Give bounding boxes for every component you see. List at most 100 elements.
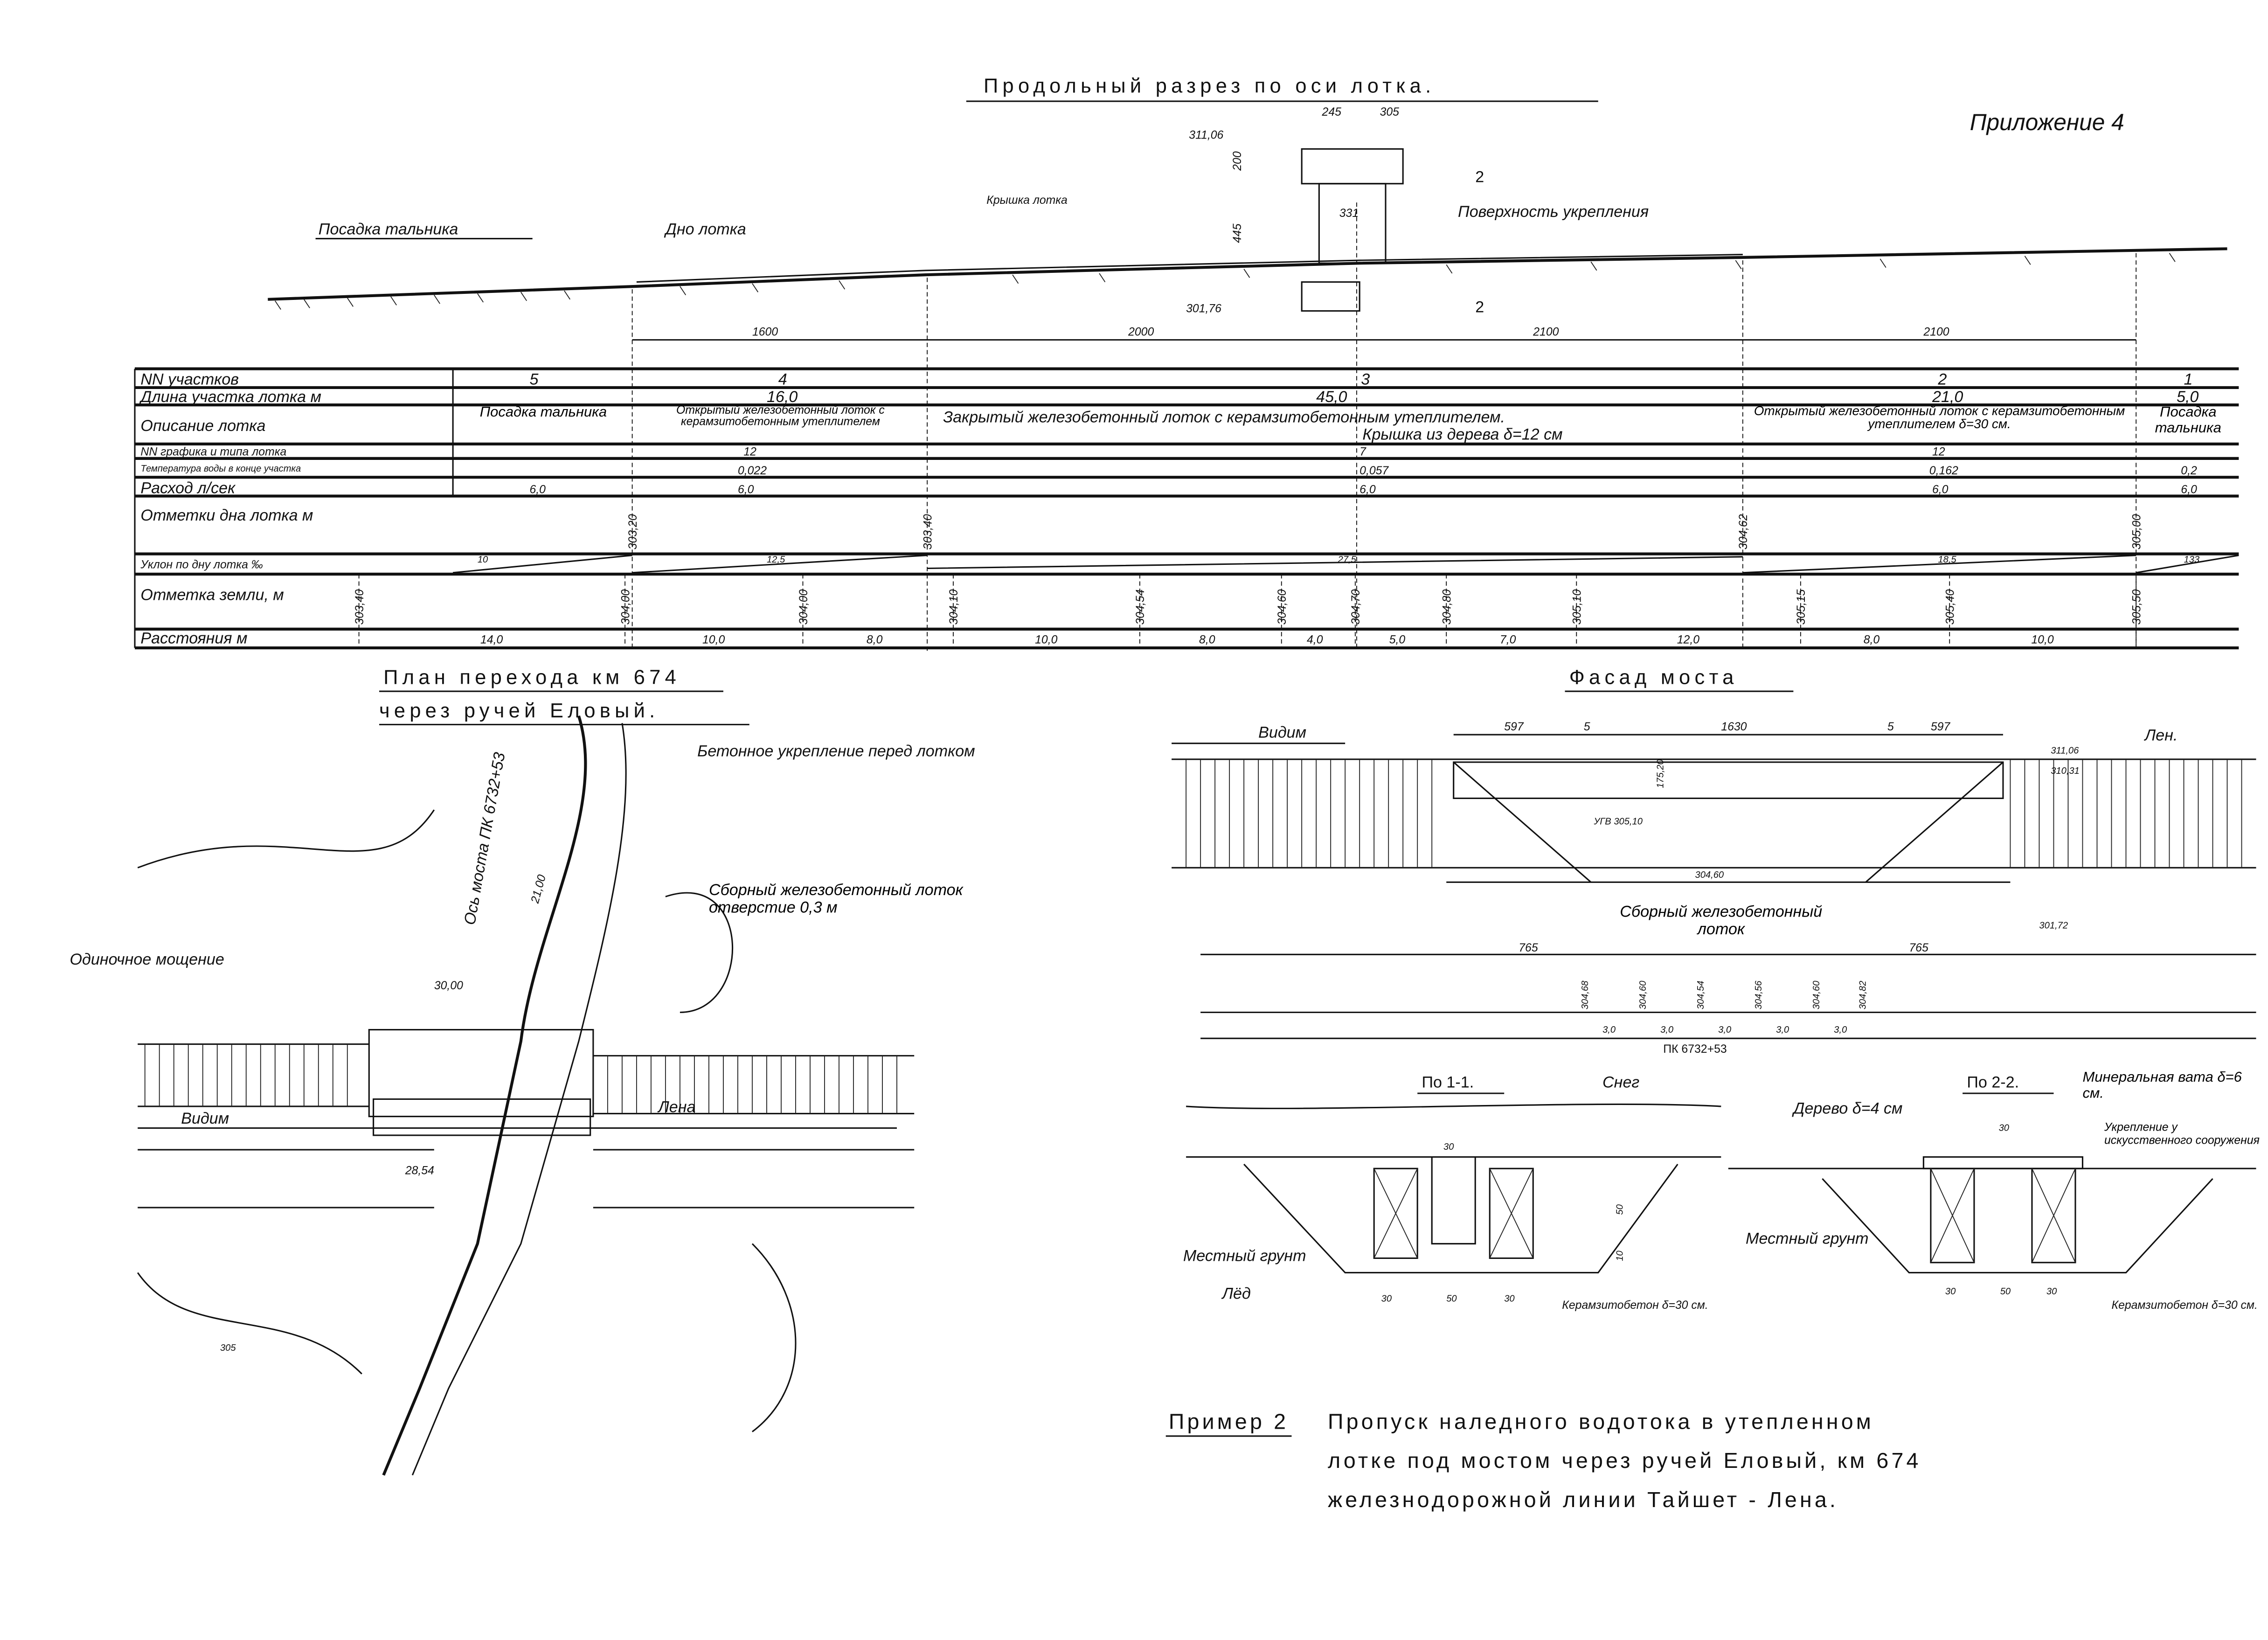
section-no: 2 (1937, 371, 1947, 389)
description: Посадка тальника (479, 405, 607, 421)
dim-765: 765 (1909, 942, 1928, 954)
flow: 6,0 (738, 483, 754, 496)
section-2-2: По 2-2. Дерево δ=4 см Минеральная вата δ… (1728, 1070, 2260, 1312)
facade-distance: 3,0 (1834, 1025, 1847, 1035)
facade-ground-mark: 304,60 (1638, 980, 1648, 1009)
ground-mark: 303,40 (354, 589, 366, 625)
ground-mark: 304,70 (1350, 589, 1362, 625)
dim-28-54: 28,54 (405, 1165, 434, 1177)
vidim-label: Видим (181, 1110, 229, 1127)
mark-311-06: 311,06 (1189, 129, 1223, 142)
ground-mark: 304,10 (948, 589, 960, 625)
dim: 30 (1504, 1293, 1515, 1304)
facade-title: Фасад моста (1569, 667, 1738, 689)
graph-no: 12 (1932, 446, 1945, 459)
dim: 597 (1931, 721, 1951, 733)
bottom-label: Дно лотка (664, 220, 746, 238)
temp: 0,2 (2181, 465, 2197, 477)
dim: 50 (1615, 1204, 1625, 1215)
row-header: Расход л/сек (140, 479, 236, 497)
distance: 8,0 (867, 634, 883, 646)
ground-mark: 305,50 (2130, 589, 2143, 625)
slope: 18,5 (1938, 555, 1956, 565)
paving-label: Одиночное мощение (70, 951, 224, 968)
length-2100a: 2100 (1533, 326, 1559, 338)
dim: 30 (1999, 1123, 2010, 1133)
facade-lena: Лен. (2144, 726, 2178, 744)
ground-mark: 304,54 (1134, 590, 1147, 625)
bridge-facade: Фасад моста Видим Лен. 597 5 1630 5 597 … (1172, 667, 2256, 1056)
caption-line-1: Пропуск наледного водотока в утепленном (1328, 1409, 1874, 1433)
section-no: 1 (2184, 371, 2192, 389)
ground-mark: 305,10 (1571, 589, 1584, 625)
slope: 27,5 (1338, 555, 1357, 565)
slope: 133 (2184, 555, 2199, 565)
distance: 10,0 (1035, 634, 1057, 646)
plan-title-2: через ручей Еловый. (379, 700, 659, 722)
ground-mark: 305,40 (1944, 589, 1957, 625)
dim-245: 245 (1322, 106, 1342, 118)
dim: 30 (1443, 1142, 1454, 1152)
ker-label: Керамзитобетон δ=30 см. (1562, 1299, 1708, 1312)
distance: 10,0 (702, 634, 725, 646)
length-1600: 1600 (752, 326, 778, 338)
ground-mark: 304,80 (1441, 589, 1454, 625)
slope: 12,5 (767, 555, 785, 565)
facade-distance: 3,0 (1602, 1025, 1616, 1035)
facade-distance: 3,0 (1776, 1025, 1789, 1035)
example-label: Пример 2 (1169, 1409, 1289, 1433)
sec1-title: По 1-1. (1422, 1074, 1474, 1091)
temp: 0,057 (1359, 465, 1389, 477)
dim-200: 200 (1231, 151, 1244, 171)
distance: 7,0 (1500, 634, 1516, 646)
ground-mark: 305,15 (1795, 589, 1808, 625)
distance: 4,0 (1307, 634, 1323, 646)
section-mark-bottom: 2 (1475, 299, 1484, 316)
ice-label: Лёд (1221, 1285, 1251, 1302)
length-2000: 2000 (1128, 326, 1154, 338)
prefab-label: Сборный железобетонный лоток отверстие 0… (708, 882, 963, 917)
dim: 30 (1381, 1293, 1392, 1304)
facade-ground-mark: 304,54 (1696, 981, 1706, 1010)
plan-view: План перехода км 674 через ручей Еловый.… (70, 667, 975, 1476)
description: Посадка тальника (2155, 405, 2221, 437)
row-header: Длина участка лотка м (139, 388, 321, 406)
appendix-label: Приложение 4 (1970, 109, 2124, 135)
row-header: Описание лотка (140, 417, 265, 435)
ground-mark: 304,00 (798, 589, 810, 625)
cover-label: Крышка лотка (986, 194, 1068, 207)
distance: 8,0 (1864, 634, 1880, 646)
ground-mark: 304,00 (619, 589, 632, 625)
bottom-mark: 305,00 (2130, 514, 2143, 549)
facade-ground-mark: 304,82 (1858, 981, 1868, 1010)
sec2-title: По 2-2. (1967, 1074, 2019, 1091)
height-dim: 175,20 (1655, 759, 1665, 788)
graph-no: 7 (1359, 446, 1366, 459)
dim: 5 (1584, 721, 1590, 733)
dim: 5 (1887, 721, 1894, 733)
mark: 311,06 (2051, 745, 2079, 756)
dim-445: 445 (1231, 223, 1244, 243)
mark: УГВ 305,10 (1593, 816, 1643, 827)
caption: Пример 2 Пропуск наледного водотока в ут… (1165, 1409, 1918, 1512)
caption-line-3: железнодорожной линии Тайшет - Лена. (1328, 1487, 1838, 1512)
distance: 5,0 (1389, 634, 1406, 646)
description: Закрытый железобетонный лоток с керамзит… (943, 408, 1505, 426)
profile-title: Продольный разрез по оси лотка. (984, 75, 1435, 97)
surface-label: Поверхность укрепления (1458, 203, 1649, 221)
row-header: Отметка земли, м (140, 586, 284, 604)
facade-ground-mark: 304,60 (1811, 980, 1822, 1009)
row-header: Температура воды в конце участка (140, 464, 301, 474)
row-header: Отметки дна лотка м (140, 507, 313, 524)
dim: 50 (1446, 1293, 1457, 1304)
profile-table: NN участков Длина участка лотка м Описан… (134, 367, 2239, 650)
soil-label: Местный грунт (1746, 1230, 1869, 1247)
dim-331: 331 (1339, 207, 1359, 220)
distance: 12,0 (1677, 634, 1699, 646)
temp: 0,162 (1929, 465, 1958, 477)
row-header: Расстояния м (140, 630, 247, 647)
contour-305: 305 (220, 1343, 236, 1353)
snow-label: Снег (1602, 1074, 1639, 1091)
facade-ground-mark: 304,56 (1754, 980, 1764, 1009)
